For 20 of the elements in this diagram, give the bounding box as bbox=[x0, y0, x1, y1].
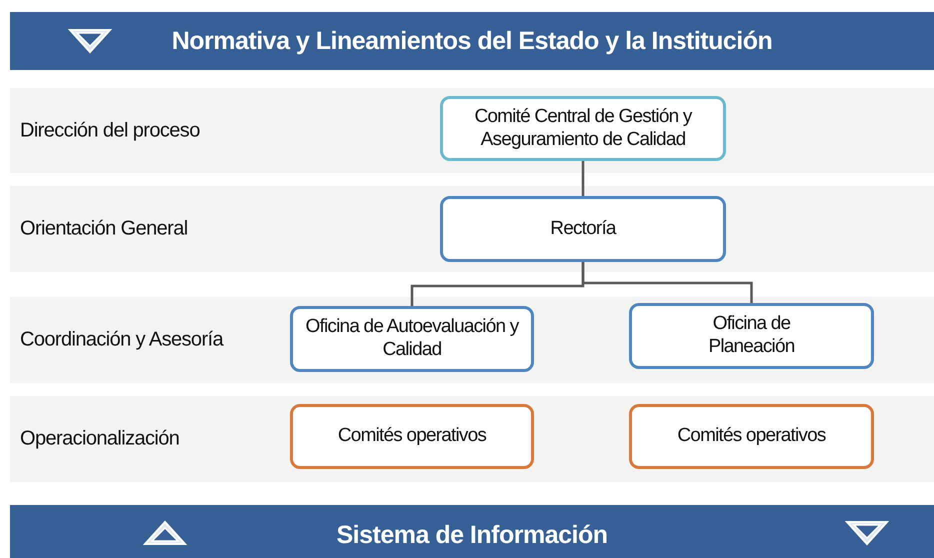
connector-line bbox=[582, 161, 584, 196]
level-row bbox=[10, 396, 934, 482]
level-row bbox=[10, 297, 934, 383]
level-row bbox=[10, 186, 934, 272]
org-box: Comités operativos bbox=[629, 404, 874, 469]
level-label: Orientación General bbox=[20, 218, 188, 240]
level-label: Coordinación y Asesoría bbox=[20, 328, 223, 352]
org-box: Oficina de Planeación bbox=[629, 303, 874, 369]
band-title: Sistema de Información bbox=[336, 520, 608, 550]
org-box: Comités operativos bbox=[290, 404, 534, 469]
band-title: Normativa y Lineamientos del Estado y la Institución bbox=[172, 26, 772, 56]
connector-line bbox=[582, 262, 753, 303]
org-box: Comité Central de Gestión y Aseguramiento de Calidad bbox=[440, 96, 726, 161]
level-label: Operacionalización bbox=[20, 428, 180, 450]
org-box: Oficina de Autoevaluación y Calidad bbox=[290, 306, 534, 372]
heading-band bbox=[10, 505, 934, 558]
heading-band bbox=[10, 12, 934, 70]
level-row bbox=[10, 88, 934, 173]
level-label: Dirección del proceso bbox=[20, 119, 200, 142]
org-box: Rectoría bbox=[440, 196, 726, 262]
